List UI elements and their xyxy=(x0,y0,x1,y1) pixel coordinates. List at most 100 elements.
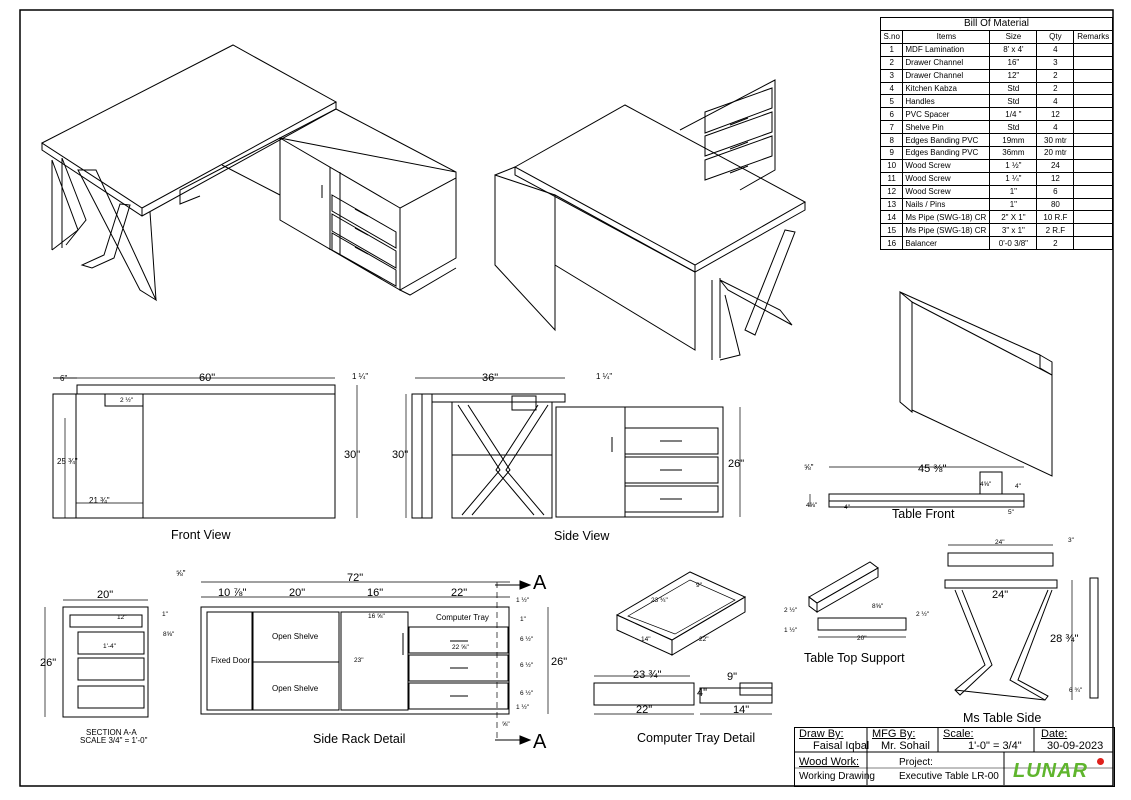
dim-rack-58b: ⅝" xyxy=(502,721,510,728)
bom-cell: 24 xyxy=(1036,158,1075,173)
dim-side-36: 36" xyxy=(482,372,499,384)
bom-cell: 1" xyxy=(989,197,1038,212)
dim-ms-24: 24" xyxy=(995,539,1005,546)
bom-cell: Drawer Channel xyxy=(902,68,991,83)
dim-front-2: 2 ½" xyxy=(120,397,134,404)
bom-header-qty: Qty xyxy=(1036,30,1075,44)
dim-rack-22b: 22 ⅝" xyxy=(452,644,469,651)
table-top-support-drawing xyxy=(808,561,907,638)
bom-cell: 1 ½" xyxy=(989,158,1038,173)
dim-rack-58: ⅝" xyxy=(176,569,186,578)
dim-sec-8: 8⅝" xyxy=(163,631,175,638)
dim-tray-9: 9" xyxy=(727,671,738,683)
mfg-by-value: Mr. Sohail xyxy=(881,740,930,752)
dim-rack-1b: 1" xyxy=(520,616,526,623)
bom-cell: 3 xyxy=(879,68,904,83)
bom-cell: 12 xyxy=(879,184,904,199)
bom-cell: Kitchen Kabza xyxy=(902,81,991,96)
bom-cell: 8 xyxy=(879,133,904,148)
draw-by-value: Faisal Iqbal xyxy=(813,740,870,752)
ms-table-side-drawing xyxy=(944,544,1099,701)
panel-iso-drawing xyxy=(899,290,1053,477)
bom-cell xyxy=(1073,42,1113,57)
dim-tray-22: 22" xyxy=(636,704,653,716)
bom-cell: 12 xyxy=(1036,107,1075,122)
bom-cell: 3 xyxy=(1036,55,1075,70)
bom-cell: Shelve Pin xyxy=(902,120,991,135)
dim-ms-24b: 24" xyxy=(992,589,1009,601)
dim-front-25: 25 ¾" xyxy=(57,457,78,466)
dim-tf-5: 5" xyxy=(1008,509,1014,516)
bom-cell xyxy=(1073,107,1113,122)
project-label: Project: xyxy=(899,757,933,768)
iso-view-right xyxy=(494,79,807,361)
dim-rack-20: 20" xyxy=(289,587,306,599)
bom-cell: 80 xyxy=(1036,197,1075,212)
dim-side-30: 30" xyxy=(392,449,409,461)
lunar-logo: LUNAR xyxy=(1013,760,1088,782)
dim-tf-58: ⅝" xyxy=(804,463,814,472)
table-top-support-title: Table Top Support xyxy=(804,651,905,665)
bom-cell: Drawer Channel xyxy=(902,55,991,70)
bom-cell: 1/4 " xyxy=(989,107,1038,122)
bom-cell: 15 xyxy=(879,223,904,238)
bom-cell: 10 xyxy=(879,158,904,173)
bom-cell xyxy=(1073,158,1113,173)
dim-rack-72: 72" xyxy=(347,572,364,584)
bom-cell: 3" x 1" xyxy=(989,223,1038,238)
bom-cell: 8' x 4' xyxy=(989,42,1038,57)
bom-cell: Wood Screw xyxy=(902,171,991,186)
bom-cell: 0'-0 3/8" xyxy=(989,236,1038,251)
section-scale-note: SCALE 3/4" = 1'-0" xyxy=(80,736,148,745)
bom-header-sno: S.no xyxy=(879,30,904,44)
bom-cell: 16" xyxy=(989,55,1038,70)
bom-cell xyxy=(1073,94,1113,109)
dim-rack-26: 26" xyxy=(551,656,568,668)
bom-cell: 2 xyxy=(1036,68,1075,83)
dim-ms-28: 28 ¾" xyxy=(1050,633,1079,645)
label-computer-tray: Computer Tray xyxy=(436,613,489,622)
computer-tray-drawing xyxy=(593,571,773,715)
dim-sup-2b: 2 ½" xyxy=(916,611,930,618)
bom-cell: 11 xyxy=(879,171,904,186)
bom-cell: 1 xyxy=(879,42,904,57)
wood-work-value: Working Drawing xyxy=(799,771,875,782)
bom-cell: 2 xyxy=(879,55,904,70)
dim-sup-20: 20" xyxy=(857,635,867,642)
bom-cell: Edges Banding PVC xyxy=(902,146,991,160)
bom-cell: 14 xyxy=(879,210,904,225)
dim-sup-2: 2 ½" xyxy=(784,607,798,614)
bom-cell: MDF Lamination xyxy=(902,42,991,57)
bom-cell: Nails / Pins xyxy=(902,197,991,212)
bom-cell: 30 mtr xyxy=(1036,133,1075,148)
bom-cell xyxy=(1073,171,1113,186)
logo-dot-icon xyxy=(1097,758,1104,765)
bom-cell: 2" X 1" xyxy=(989,210,1038,225)
bom-header-size: Size xyxy=(989,30,1038,44)
bom-cell xyxy=(1073,184,1113,199)
front-view-drawing xyxy=(52,377,358,519)
dim-front-30: 30" xyxy=(344,449,361,461)
dim-front-6: 6" xyxy=(60,374,68,383)
bom-cell: 9 xyxy=(879,146,904,160)
bom-cell: Handles xyxy=(902,94,991,109)
title-block: Draw By: Faisal Iqbal MFG By: Mr. Sohail… xyxy=(794,727,1115,787)
dim-rack-6c: 6 ½" xyxy=(520,690,534,697)
bom-cell: 4 xyxy=(879,81,904,96)
bom-header-items: Items xyxy=(902,30,991,44)
dim-rack-6a: 6 ½" xyxy=(520,636,534,643)
bom-cell: 2 xyxy=(1036,81,1075,96)
table-front-drawing xyxy=(809,466,1025,508)
bom-cell xyxy=(1073,197,1113,212)
